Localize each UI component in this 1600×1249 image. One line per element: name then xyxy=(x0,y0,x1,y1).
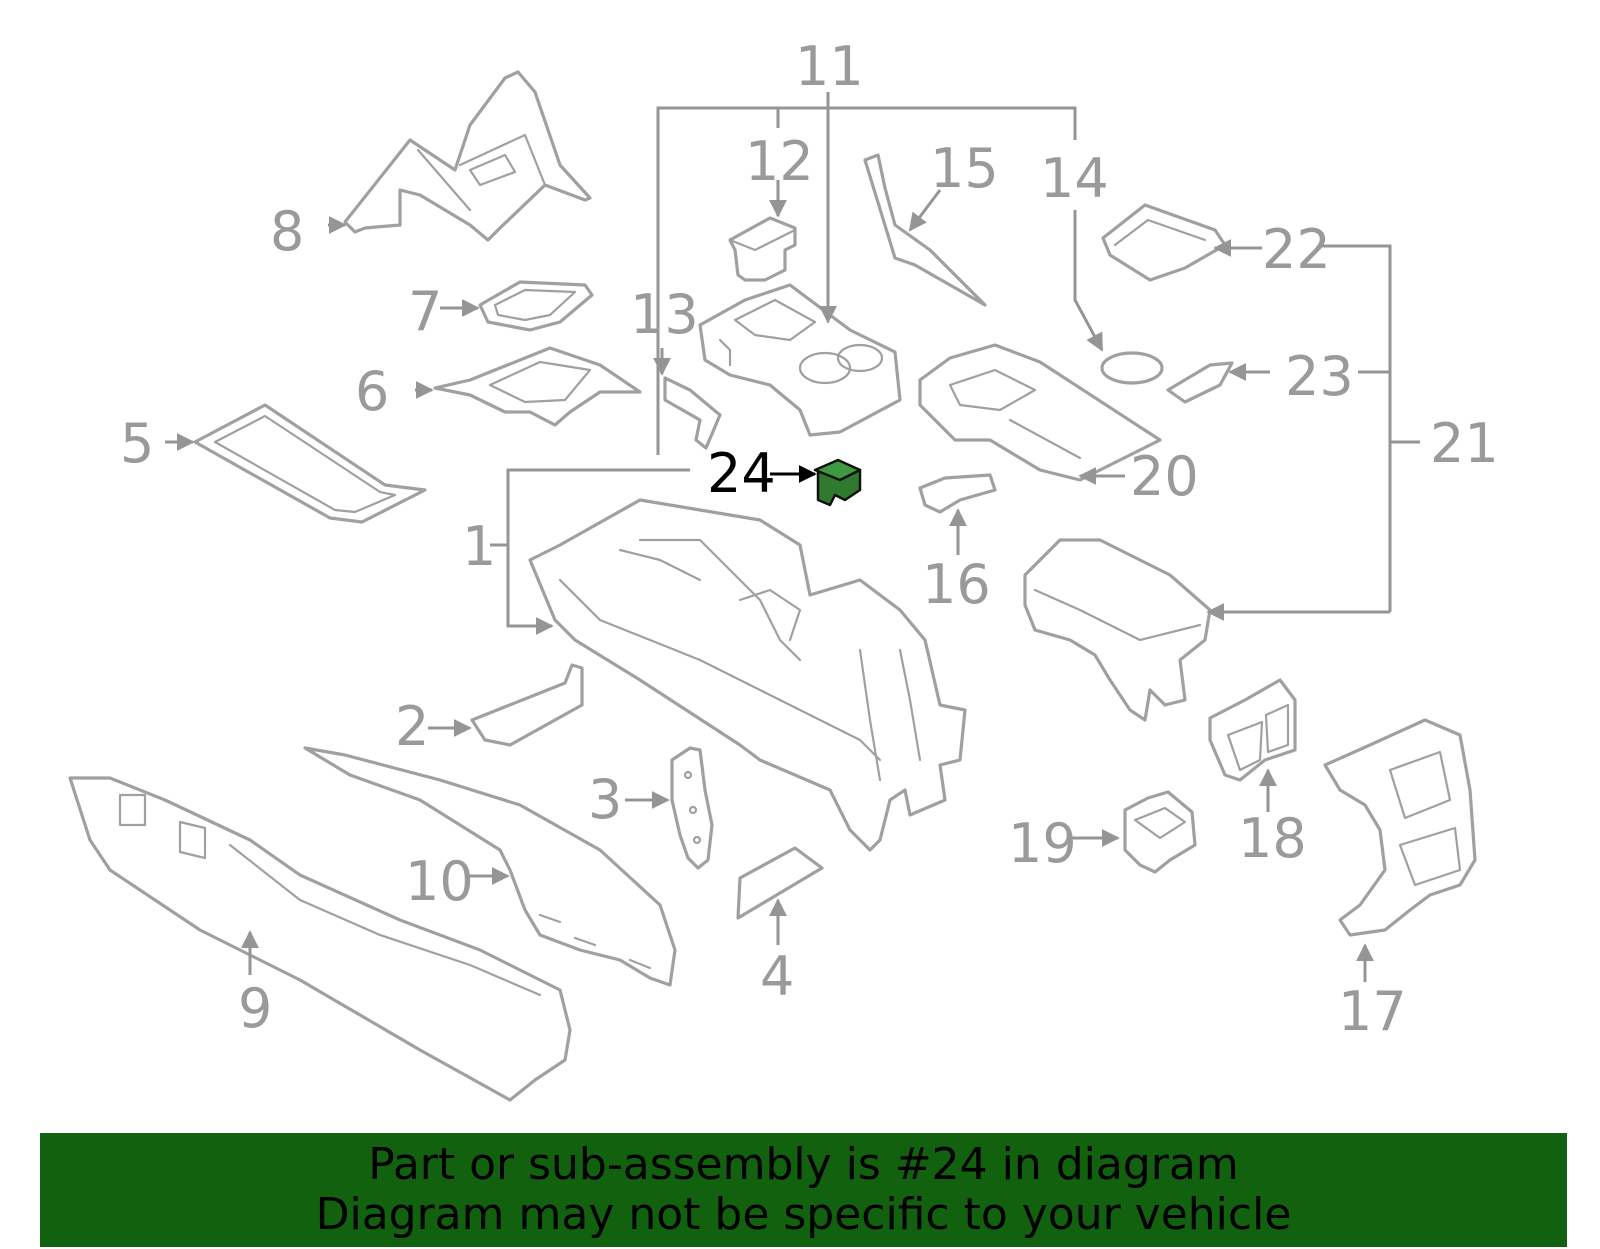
callout-9: 9 xyxy=(238,977,272,1040)
banner-line-part: Part or sub-assembly is #24 in diagram xyxy=(368,1139,1239,1190)
part-1-console-body xyxy=(528,498,967,852)
callout-1: 1 xyxy=(462,515,496,578)
part-23-clip xyxy=(1166,361,1234,404)
callout-11: 11 xyxy=(795,35,864,98)
part-7-tray xyxy=(478,280,594,332)
part-12-cup-insert xyxy=(728,216,797,282)
part-6-bezel xyxy=(433,346,642,427)
callout-7: 7 xyxy=(408,280,442,343)
callout-18: 18 xyxy=(1238,807,1307,870)
callout-10: 10 xyxy=(405,850,474,913)
part-15-strip xyxy=(863,153,987,307)
part-8-upper-trim xyxy=(343,70,592,242)
part-18-vent xyxy=(1208,678,1297,782)
callout-20: 20 xyxy=(1130,445,1199,508)
callout-4: 4 xyxy=(760,945,794,1008)
callout-5: 5 xyxy=(120,412,154,475)
callout-15: 15 xyxy=(930,137,999,200)
callout-24-highlighted: 24 xyxy=(707,442,776,505)
leader-lines xyxy=(165,92,1420,982)
part-20-console-top xyxy=(918,343,1162,482)
callout-19: 19 xyxy=(1008,812,1077,875)
callout-12: 12 xyxy=(745,130,814,193)
callout-8: 8 xyxy=(270,200,304,263)
notice-banner: Part or sub-assembly is #24 in diagram D… xyxy=(40,1133,1567,1247)
callout-3: 3 xyxy=(588,768,622,831)
part-17-lower-bezel xyxy=(1323,718,1477,937)
callout-labels: 1 2 3 4 5 6 7 8 9 10 11 12 13 14 15 16 1… xyxy=(120,35,1499,1043)
part-10-side-panel xyxy=(303,746,677,987)
part-24-clip-highlighted xyxy=(813,458,862,507)
part-2-panel xyxy=(470,663,584,747)
part-11-cupholder-assembly xyxy=(698,283,902,437)
part-9-side-panel xyxy=(68,776,572,1102)
part-16-bracket xyxy=(918,473,997,514)
callout-17: 17 xyxy=(1338,980,1407,1043)
callout-16: 16 xyxy=(922,553,991,616)
part-14-grommet xyxy=(1100,351,1164,385)
callout-6: 6 xyxy=(355,360,389,423)
part-4-plate xyxy=(736,846,824,920)
part-21-armrest xyxy=(1023,538,1212,722)
callout-22: 22 xyxy=(1262,218,1331,281)
banner-line-disclaimer: Diagram may not be specific to your vehi… xyxy=(315,1189,1292,1240)
callout-13: 13 xyxy=(630,283,699,346)
callout-21: 21 xyxy=(1430,412,1499,475)
part-13-trim xyxy=(663,376,722,450)
callout-2: 2 xyxy=(395,695,429,758)
callout-14: 14 xyxy=(1040,147,1109,210)
part-22-module xyxy=(1101,203,1227,282)
callout-23: 23 xyxy=(1285,345,1354,408)
part-19-switch xyxy=(1123,790,1197,874)
part-5-mat xyxy=(193,403,427,524)
part-3-bracket xyxy=(670,746,714,870)
